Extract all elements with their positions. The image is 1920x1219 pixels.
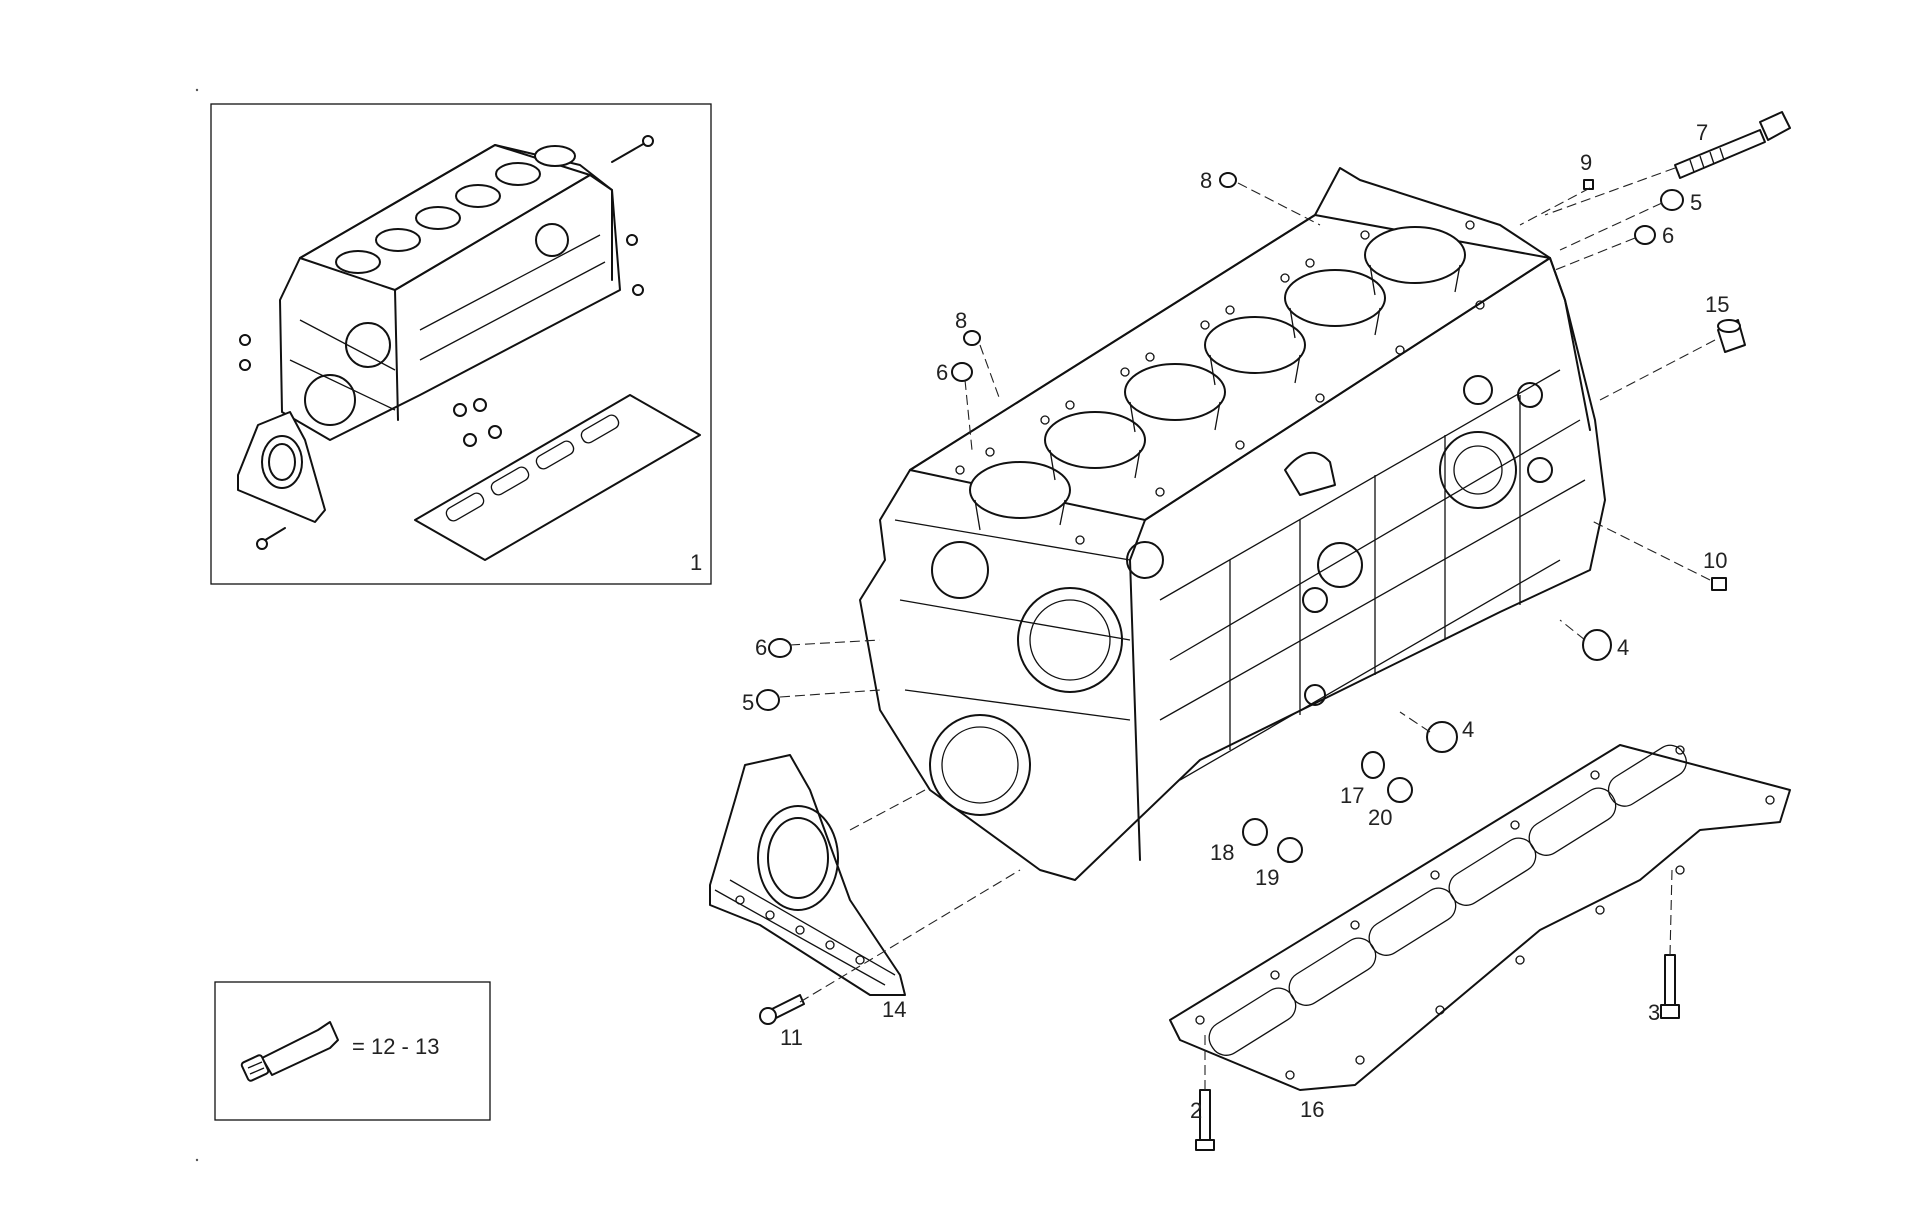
ring-5a (1660, 189, 1684, 211)
callout-20: 20 (1368, 805, 1392, 830)
inset-rear-cover (237, 411, 326, 523)
ring-6c (768, 638, 792, 658)
bolt-11 (759, 994, 805, 1025)
plug-8a (1219, 172, 1237, 188)
callout-4a: 4 (1617, 635, 1629, 660)
callout-17: 17 (1340, 783, 1364, 808)
callout-15: 15 (1705, 292, 1729, 317)
inset-engine-block (279, 144, 621, 441)
main-engine-block (859, 167, 1606, 881)
legend-frame (214, 981, 491, 1121)
cylinder-bore-4 (1204, 316, 1306, 374)
callout-18: 18 (1210, 840, 1234, 865)
cylinder-bore-2 (1044, 411, 1146, 469)
callout-6a: 6 (1662, 223, 1674, 248)
callout-4b: 4 (1462, 717, 1474, 742)
callout-1: 1 (690, 550, 702, 575)
plugs-and-rings (756, 172, 1727, 863)
plug-19 (1277, 837, 1303, 863)
callout-19: 19 (1255, 865, 1279, 890)
kit-inset-frame (210, 103, 712, 585)
callout-9: 9 (1580, 150, 1592, 175)
leader-lines (779, 167, 1716, 1090)
rear-seal-cover (709, 754, 906, 996)
kit-inset: 1 (210, 103, 712, 585)
plug-20 (1387, 777, 1413, 803)
bolt-3 (1660, 954, 1680, 1019)
callout-8a: 8 (1200, 168, 1212, 193)
inset-gasket (414, 394, 701, 561)
callout-8b: 8 (955, 308, 967, 333)
ring-5b (756, 689, 780, 711)
callout-14: 14 (882, 997, 906, 1022)
ring-18 (1242, 818, 1268, 846)
callout-3: 3 (1648, 1000, 1660, 1025)
plug-9 (1583, 179, 1594, 190)
callout-5b: 5 (742, 690, 754, 715)
bushing-4b (1426, 721, 1458, 753)
oil-pan-gasket (1169, 744, 1791, 1091)
ring-17 (1361, 751, 1385, 779)
sealant-legend: = 12 - 13 (214, 981, 491, 1121)
callout-6b: 6 (936, 360, 948, 385)
callout-5a: 5 (1690, 190, 1702, 215)
ring-6b (951, 362, 973, 382)
plug-8b (963, 330, 981, 346)
front-crank-opening (1017, 587, 1123, 693)
cylinder-bore-3 (1124, 363, 1226, 421)
callout-7: 7 (1696, 120, 1708, 145)
callout-11: 11 (780, 1025, 803, 1050)
callout-6c: 6 (755, 635, 767, 660)
cylinder-bore-5 (1284, 269, 1386, 327)
fitting-15 (1717, 319, 1746, 353)
callout-16: 16 (1300, 1097, 1324, 1122)
scan-dot (195, 88, 199, 92)
ring-6a (1634, 225, 1656, 245)
bolt-7 (1674, 111, 1791, 179)
cylinder-bore-6 (1364, 226, 1466, 284)
plug-10 (1711, 577, 1727, 591)
callout-10: 10 (1703, 548, 1727, 573)
inset-small-parts (239, 135, 654, 550)
sealant-tube-icon (240, 1021, 339, 1082)
bushing-4a (1582, 629, 1612, 661)
scan-dot (195, 1158, 199, 1162)
callout-labels: 2 3 4 4 5 5 6 6 6 7 8 8 9 10 11 14 15 16… (742, 120, 1729, 1123)
cylinder-bore-1 (969, 461, 1071, 519)
side-boss (1439, 431, 1517, 509)
legend-text: = 12 - 13 (352, 1034, 439, 1059)
callout-2: 2 (1190, 1098, 1202, 1123)
